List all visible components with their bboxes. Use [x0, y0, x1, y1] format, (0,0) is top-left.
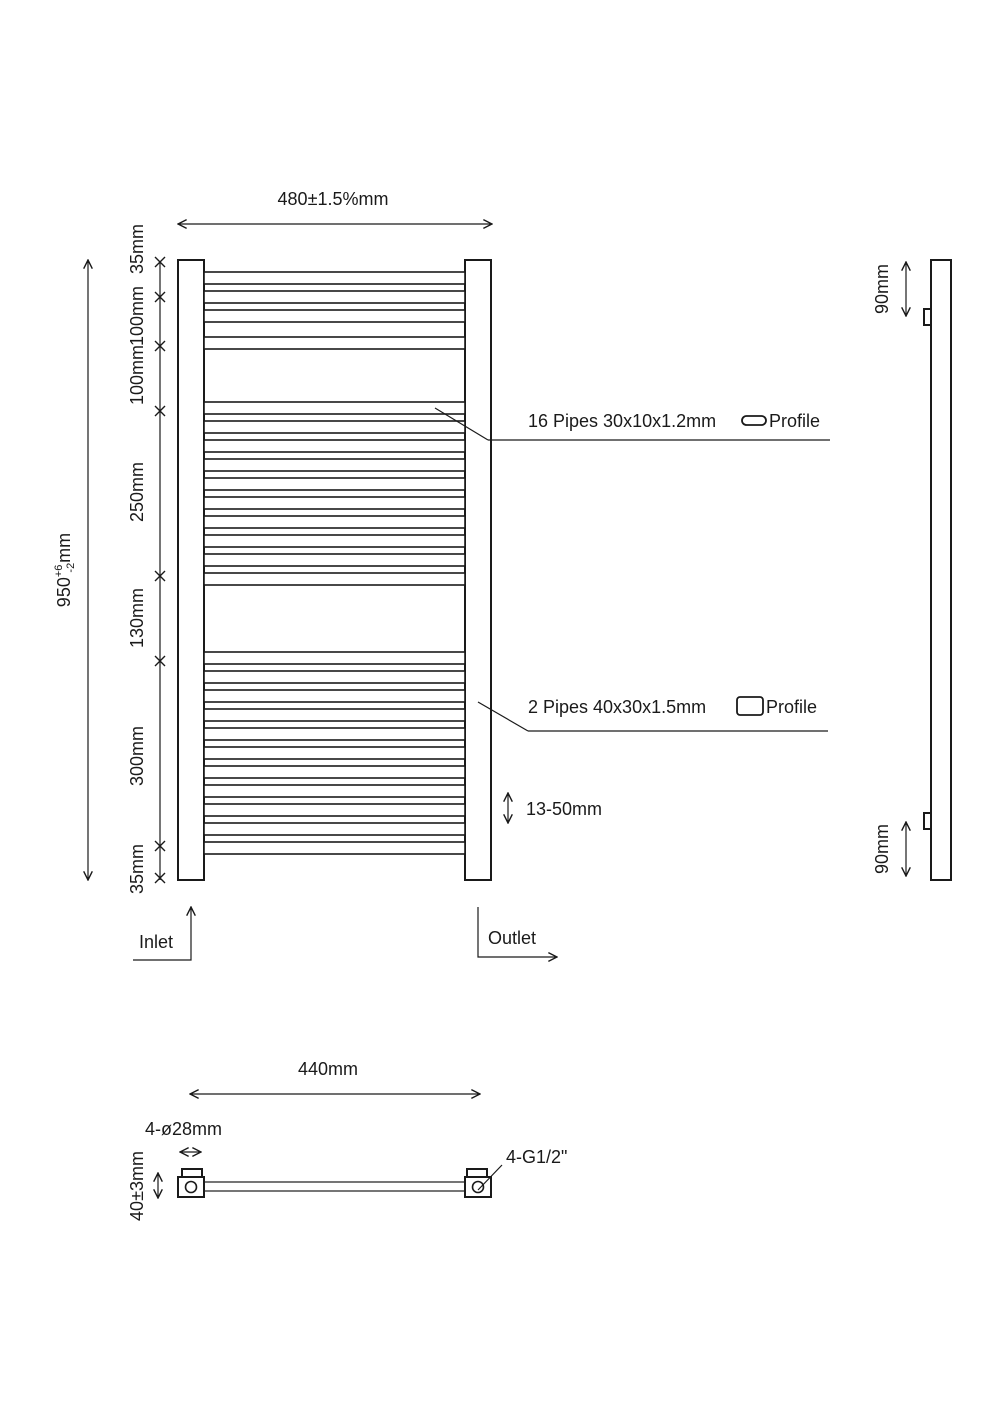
depth-dimension-label: 40±3mm [127, 1151, 147, 1221]
left-port-icon [184, 1180, 198, 1194]
side-top-dimension-label: 90mm [872, 264, 892, 314]
right-upright [464, 259, 492, 881]
segment-label: 35mm [127, 224, 147, 274]
height-dimension-label: 950+6-2mm [53, 533, 77, 607]
segment-tick [154, 872, 166, 884]
rail-pipe [203, 458, 466, 472]
rail-pipe [203, 290, 466, 304]
rail-pipe [203, 765, 466, 779]
rails-group [203, 271, 466, 855]
rail-pipe [203, 496, 466, 510]
rail-pipe [203, 727, 466, 741]
diameter-dimension-label: 4-ø28mm [145, 1119, 222, 1139]
segment-tick [154, 256, 166, 268]
bottom-bracket [923, 812, 932, 830]
segment-tick [154, 291, 166, 303]
callout-profile-16-label: Profile [769, 411, 820, 431]
left-upright [177, 259, 205, 881]
segment-tick [154, 655, 166, 667]
gap-dimension-label: 13-50mm [526, 799, 602, 819]
rail-pipe [203, 708, 466, 722]
callout-leader-16 [434, 407, 489, 441]
rail-pipe [203, 553, 466, 567]
rail-pipe [203, 572, 466, 586]
segment-tick [154, 340, 166, 352]
left-connection [177, 1176, 205, 1198]
callout-leader-2 [477, 701, 529, 732]
segment-label: 35mm [127, 844, 147, 894]
rail-pipe [203, 670, 466, 684]
rail-pipe [203, 803, 466, 817]
callout-profile-2-label: Profile [766, 697, 817, 717]
segment-label: 100mm [127, 286, 147, 346]
side-bottom-dimension-label: 90mm [872, 824, 892, 874]
inlet-arrow [133, 907, 191, 961]
rail-pipe [203, 651, 466, 665]
rail-pipe [203, 439, 466, 453]
flat-oval-profile-icon [741, 415, 767, 426]
rail-pipe [203, 271, 466, 285]
right-port-icon [471, 1180, 485, 1194]
rail-pipe [203, 534, 466, 548]
rail-pipe [203, 746, 466, 760]
right-connection [464, 1176, 492, 1198]
callout-pipes-2-label: 2 Pipes 40x30x1.5mm [528, 697, 706, 717]
rail-pipe [203, 309, 466, 323]
outlet-arrow [477, 907, 557, 957]
rail-pipe [203, 822, 466, 836]
center-dimension-label: 440mm [298, 1059, 358, 1079]
rail-pipe [203, 689, 466, 703]
segment-label: 100mm [127, 345, 147, 405]
rail-pipe [203, 784, 466, 798]
callout-pipes-16-label: 16 Pipes 30x10x1.2mm [528, 411, 716, 431]
inlet-label: Inlet [139, 932, 173, 952]
segment-tick [154, 570, 166, 582]
thread-dimension-label: 4-G1/2" [506, 1147, 567, 1167]
segment-label: 130mm [127, 588, 147, 648]
side-view: 90mm 90mm [872, 259, 952, 881]
thread-leader [477, 1164, 503, 1191]
segment-label: 250mm [127, 462, 147, 522]
segment-tick [154, 405, 166, 417]
rail-pipe [203, 420, 466, 434]
rail-pipe [203, 401, 466, 415]
rail-pipe [203, 841, 466, 855]
segment-tick [154, 840, 166, 852]
plan-rail [202, 1181, 466, 1192]
rail-pipe [203, 336, 466, 350]
outlet-label: Outlet [488, 928, 536, 948]
side-upright [930, 259, 952, 881]
segment-label: 300mm [127, 726, 147, 786]
rail-pipe [203, 515, 466, 529]
top-bracket [923, 308, 932, 326]
bottom-view: 440mm 4-ø28mm 40±3mm 4-G1/2" [127, 1059, 567, 1221]
rail-pipe [203, 477, 466, 491]
width-dimension-label: 480±1.5%mm [278, 189, 389, 209]
rectangular-profile-icon [736, 696, 764, 716]
